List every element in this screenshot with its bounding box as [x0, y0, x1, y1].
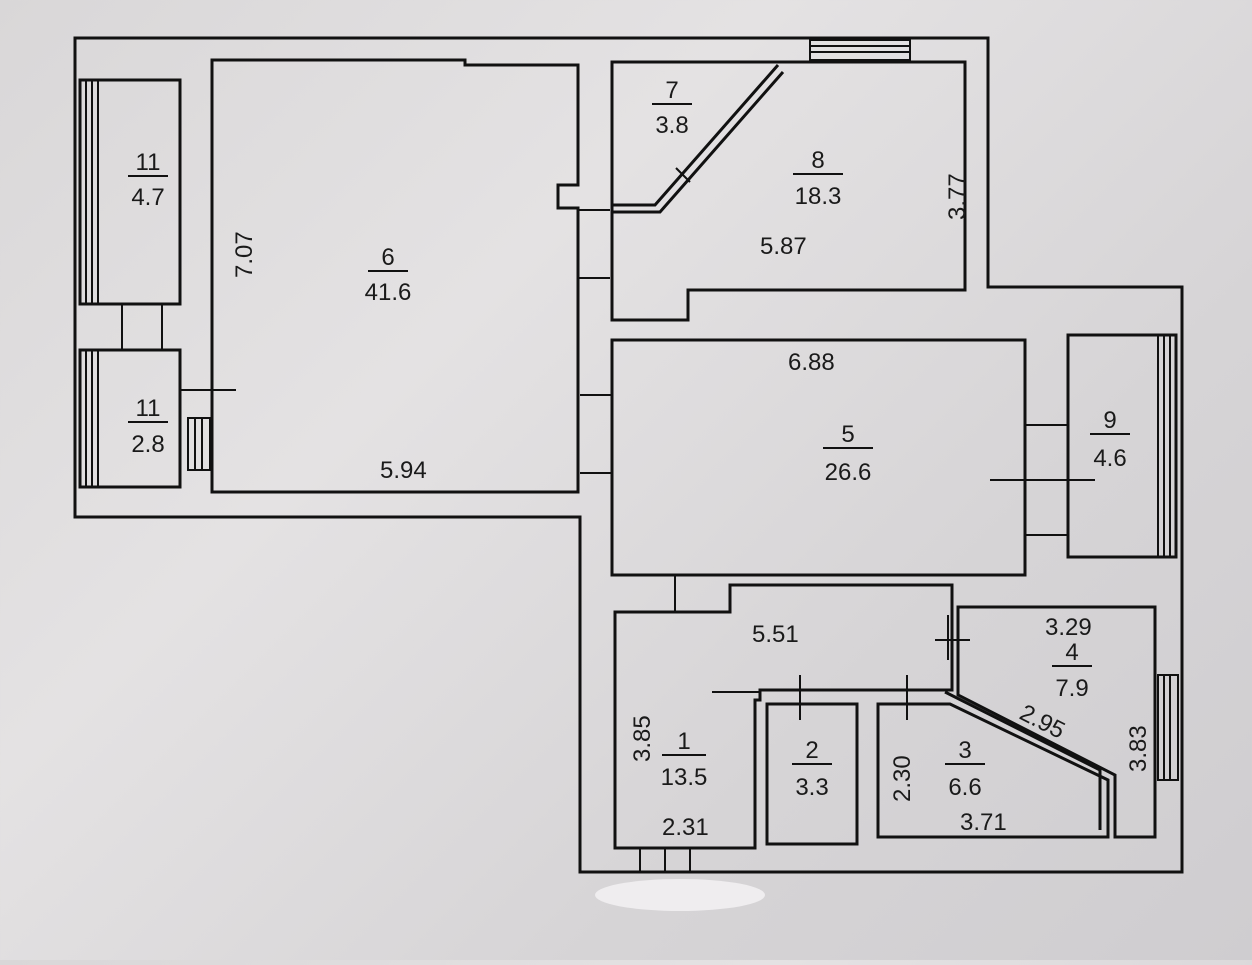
dim-room1-width-bottom: 2.31	[662, 814, 709, 841]
room-area: 3.3	[795, 774, 828, 801]
room-label-4: 4 7.9	[1052, 639, 1092, 702]
room-6-outline	[210, 58, 580, 494]
room-3-partition	[944, 690, 1102, 830]
room-11-outline	[78, 348, 182, 489]
room-label-6: 6 41.6	[365, 244, 412, 306]
room-area: 41.6	[365, 279, 412, 306]
window-4	[1157, 674, 1179, 781]
room-area: 4.6	[1093, 445, 1126, 472]
balcony-9-railing	[1157, 334, 1177, 558]
room-label-10: 11 4.7	[128, 149, 168, 211]
room-number: 3	[958, 737, 971, 764]
room-number: 9	[1103, 407, 1116, 434]
dim-room8-width: 5.87	[760, 233, 807, 260]
dim-room5-width: 6.88	[788, 349, 835, 376]
room-7-partition	[612, 64, 785, 214]
room-number: 2	[805, 737, 818, 764]
room-label-3: 3 6.6	[945, 737, 985, 801]
room-4-outline	[956, 605, 1157, 839]
room-10-outline	[78, 78, 182, 306]
door-mark	[675, 167, 691, 183]
dim-room6-width: 5.94	[380, 457, 427, 484]
room-number: 6	[381, 244, 394, 271]
dim-room1-height: 3.85	[629, 715, 656, 762]
room-label-11: 11 2.8	[128, 395, 168, 458]
room-number: 11	[136, 149, 161, 176]
room-area: 26.6	[825, 459, 872, 486]
dim-room3-height: 2.30	[889, 755, 916, 802]
dim-room3-width: 3.71	[960, 809, 1007, 836]
room-1-outline	[613, 583, 954, 850]
window-8	[809, 39, 911, 61]
room-area: 3.8	[655, 112, 688, 139]
room-area: 13.5	[661, 764, 708, 791]
room-number: 7	[665, 77, 678, 104]
room-label-5: 5 26.6	[823, 421, 873, 486]
dim-room1-width-top: 5.51	[752, 621, 799, 648]
room-5-outline	[610, 338, 1027, 577]
dim-room4-width: 3.29	[1045, 614, 1092, 641]
room-8-outline	[610, 60, 967, 322]
balcony-10-railing	[79, 79, 99, 305]
dim-room8-height: 3.77	[944, 173, 971, 220]
room-number: 11	[136, 395, 161, 422]
room-label-8: 8 18.3	[793, 147, 843, 210]
redacted-mark	[595, 879, 765, 911]
room-number: 1	[677, 728, 690, 755]
balcony-11-railing	[79, 349, 99, 488]
room-number: 4	[1065, 639, 1078, 666]
room-number: 5	[841, 421, 854, 448]
outer-wall	[73, 36, 1184, 874]
dim-room6-height: 7.07	[231, 231, 258, 278]
room-2-outline	[765, 702, 859, 846]
room-number: 8	[811, 147, 824, 174]
room-area: 4.7	[131, 184, 164, 211]
dim-room4-height: 3.83	[1125, 725, 1152, 772]
room-label-9: 9 4.6	[1090, 407, 1130, 472]
room-area: 2.8	[131, 431, 164, 458]
room-3-outline	[876, 702, 1110, 839]
room-area: 7.9	[1055, 675, 1088, 702]
room-label-7: 7 3.8	[652, 77, 692, 139]
room-label-1: 1 13.5	[661, 728, 708, 791]
room-area: 6.6	[948, 774, 981, 801]
room-label-2: 2 3.3	[792, 737, 832, 801]
room-area: 18.3	[795, 183, 842, 210]
window-11	[187, 417, 211, 471]
